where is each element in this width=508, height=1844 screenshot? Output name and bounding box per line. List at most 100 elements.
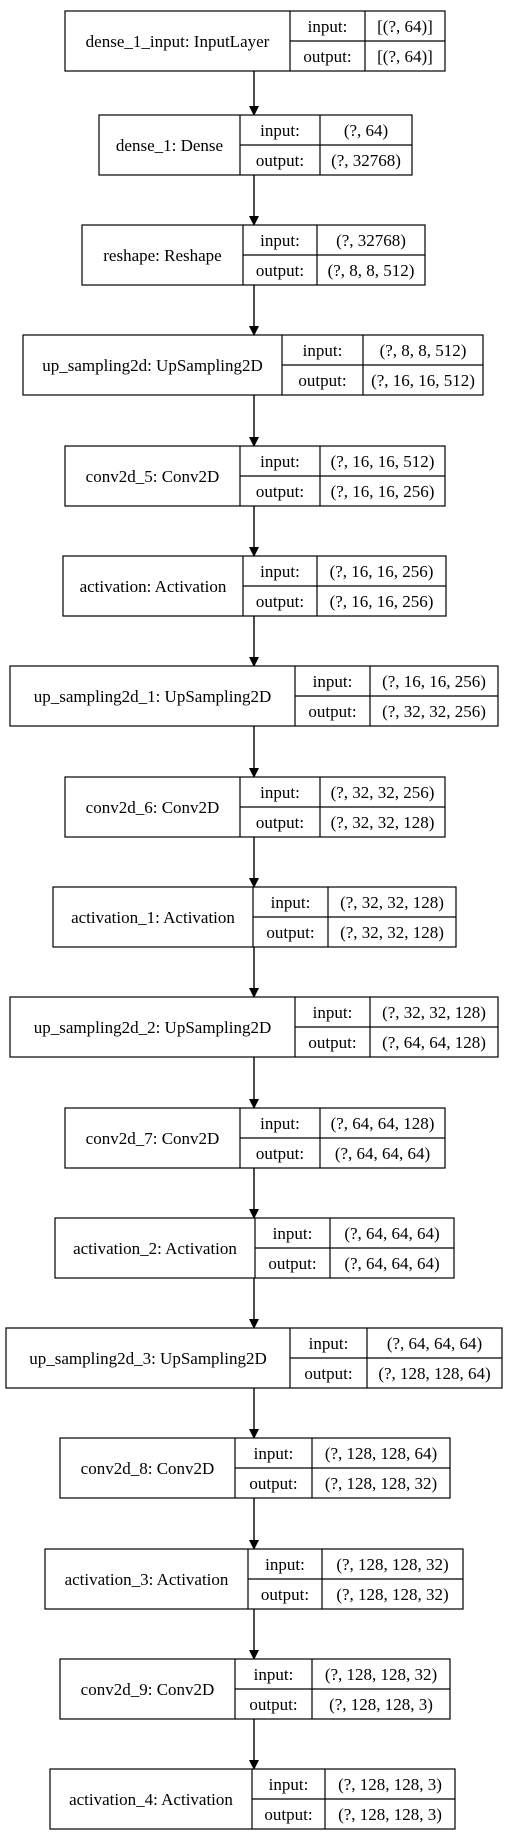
layer-name: conv2d_9: Conv2D: [81, 1680, 215, 1699]
layer-name: conv2d_8: Conv2D: [81, 1459, 215, 1478]
input-shape: (?, 32, 32, 128): [340, 893, 444, 912]
output-shape: (?, 8, 8, 512): [328, 261, 415, 280]
output-shape: (?, 64, 64, 64): [344, 1254, 439, 1273]
input-shape: (?, 16, 16, 256): [330, 562, 434, 581]
layer-node: dense_1: Dense input: output: (?, 64) (?, 32…: [98, 114, 413, 176]
layer-node: conv2d_6: Conv2D input: output: (?, 32, 32,…: [64, 776, 446, 838]
layer-node: dense_1_input: InputLayerinput:output:[(…: [64, 10, 446, 72]
output-label: output:: [256, 813, 304, 832]
layer-node: conv2d_7: Conv2D input: output: (?, 64, 64,…: [64, 1107, 446, 1169]
layer-name: conv2d_6: Conv2D: [86, 798, 220, 817]
layer-name: conv2d_7: Conv2D: [86, 1129, 220, 1148]
input-label: input:: [260, 562, 300, 581]
input-label: input:: [273, 1224, 313, 1243]
output-shape: (?, 128, 128, 32): [336, 1585, 448, 1604]
output-shape: (?, 16, 16, 256): [331, 482, 435, 501]
input-label: input:: [269, 1775, 309, 1794]
output-shape: (?, 64, 64, 64): [335, 1144, 430, 1163]
input-label: input:: [303, 341, 343, 360]
output-label: output:: [298, 371, 346, 390]
output-shape: (?, 32, 32, 128): [340, 923, 444, 942]
input-label: input:: [260, 121, 300, 140]
input-label: input:: [254, 1444, 294, 1463]
input-label: input:: [260, 783, 300, 802]
input-shape: (?, 8, 8, 512): [380, 341, 467, 360]
input-shape: (?, 128, 128, 64): [325, 1444, 437, 1463]
output-label: output:: [256, 482, 304, 501]
layer-node: conv2d_5: Conv2D input: output: (?, 16, 16,…: [64, 445, 446, 507]
layer-name: activation_4: Activation: [69, 1790, 233, 1809]
layer-node: activation_3: Activation input: output: (?,…: [44, 1548, 464, 1610]
output-label: output:: [261, 1585, 309, 1604]
input-label: input:: [309, 1334, 349, 1353]
input-shape: [(?, 64)]: [377, 17, 433, 36]
output-label: output:: [308, 702, 356, 721]
input-shape: (?, 128, 128, 32): [325, 1665, 437, 1684]
output-shape: (?, 64, 64, 128): [382, 1033, 486, 1052]
layer-name: up_sampling2d_2: UpSampling2D: [34, 1018, 272, 1037]
output-label: output:: [264, 1805, 312, 1824]
input-shape: (?, 32, 32, 128): [382, 1003, 486, 1022]
layer-name: activation: Activation: [80, 577, 227, 596]
layer-node: activation_4: Activation input: output: (?,…: [49, 1768, 456, 1830]
output-label: output:: [249, 1474, 297, 1493]
layer-name: activation_1: Activation: [71, 908, 235, 927]
output-shape: (?, 32, 32, 128): [331, 813, 435, 832]
output-label: output:: [266, 923, 314, 942]
layer-node: up_sampling2d: UpSampling2D input: output:…: [22, 334, 484, 396]
input-shape: (?, 32768): [336, 231, 406, 250]
layer-node: activation_1: Activation input: output: (?,…: [52, 886, 457, 948]
output-shape: (?, 128, 128, 3): [338, 1805, 442, 1824]
layer-name: activation_3: Activation: [65, 1570, 229, 1589]
input-label: input:: [254, 1665, 294, 1684]
layer-nodes: dense_1_input: InputLayerinput:output:[(…: [5, 10, 503, 1830]
output-shape: (?, 16, 16, 512): [371, 371, 475, 390]
output-label: output:: [304, 1364, 352, 1383]
output-label: output:: [256, 1144, 304, 1163]
input-label: input:: [265, 1555, 305, 1574]
input-shape: (?, 64, 64, 128): [331, 1114, 435, 1133]
output-label: output:: [256, 151, 304, 170]
layer-node: up_sampling2d_2: UpSampling2D input: outpu…: [9, 996, 499, 1058]
output-label: output:: [256, 261, 304, 280]
input-label: input:: [313, 1003, 353, 1022]
layer-name: up_sampling2d_1: UpSampling2D: [34, 687, 272, 706]
layer-node: activation_2: Activation input: output: (?,…: [54, 1217, 455, 1279]
input-shape: (?, 128, 128, 32): [336, 1555, 448, 1574]
layer-name: conv2d_5: Conv2D: [86, 467, 220, 486]
output-shape: (?, 32, 32, 256): [382, 702, 486, 721]
layer-node: conv2d_8: Conv2D input: output: (?, 128, 12…: [59, 1437, 451, 1499]
layer-name: up_sampling2d_3: UpSampling2D: [29, 1349, 267, 1368]
input-shape: (?, 16, 16, 512): [331, 452, 435, 471]
layer-node: reshape: Reshape input: output: (?, 32768) (…: [81, 224, 426, 286]
output-shape: (?, 128, 128, 64): [378, 1364, 490, 1383]
layer-name: dense_1: Dense: [116, 136, 223, 155]
input-shape: (?, 32, 32, 256): [331, 783, 435, 802]
input-shape: (?, 16, 16, 256): [382, 672, 486, 691]
output-label: output:: [249, 1695, 297, 1714]
input-shape: (?, 128, 128, 3): [338, 1775, 442, 1794]
output-label: output:: [303, 47, 351, 66]
input-shape: (?, 64): [344, 121, 388, 140]
layer-name: reshape: Reshape: [103, 246, 221, 265]
input-label: input:: [260, 1114, 300, 1133]
layer-name: activation_2: Activation: [73, 1239, 237, 1258]
output-shape: [(?, 64)]: [377, 47, 433, 66]
output-shape: (?, 128, 128, 3): [329, 1695, 433, 1714]
input-label: input:: [260, 452, 300, 471]
layer-name: up_sampling2d: UpSampling2D: [42, 356, 263, 375]
output-shape: (?, 32768): [331, 151, 401, 170]
input-label: input:: [271, 893, 311, 912]
output-label: output:: [308, 1033, 356, 1052]
output-shape: (?, 128, 128, 32): [325, 1474, 437, 1493]
layer-node: up_sampling2d_3: UpSampling2D input: outpu…: [5, 1327, 503, 1389]
input-shape: (?, 64, 64, 64): [387, 1334, 482, 1353]
output-label: output:: [268, 1254, 316, 1273]
input-label: input:: [308, 17, 348, 36]
input-label: input:: [260, 231, 300, 250]
output-shape: (?, 16, 16, 256): [330, 592, 434, 611]
input-label: input:: [313, 672, 353, 691]
input-shape: (?, 64, 64, 64): [344, 1224, 439, 1243]
